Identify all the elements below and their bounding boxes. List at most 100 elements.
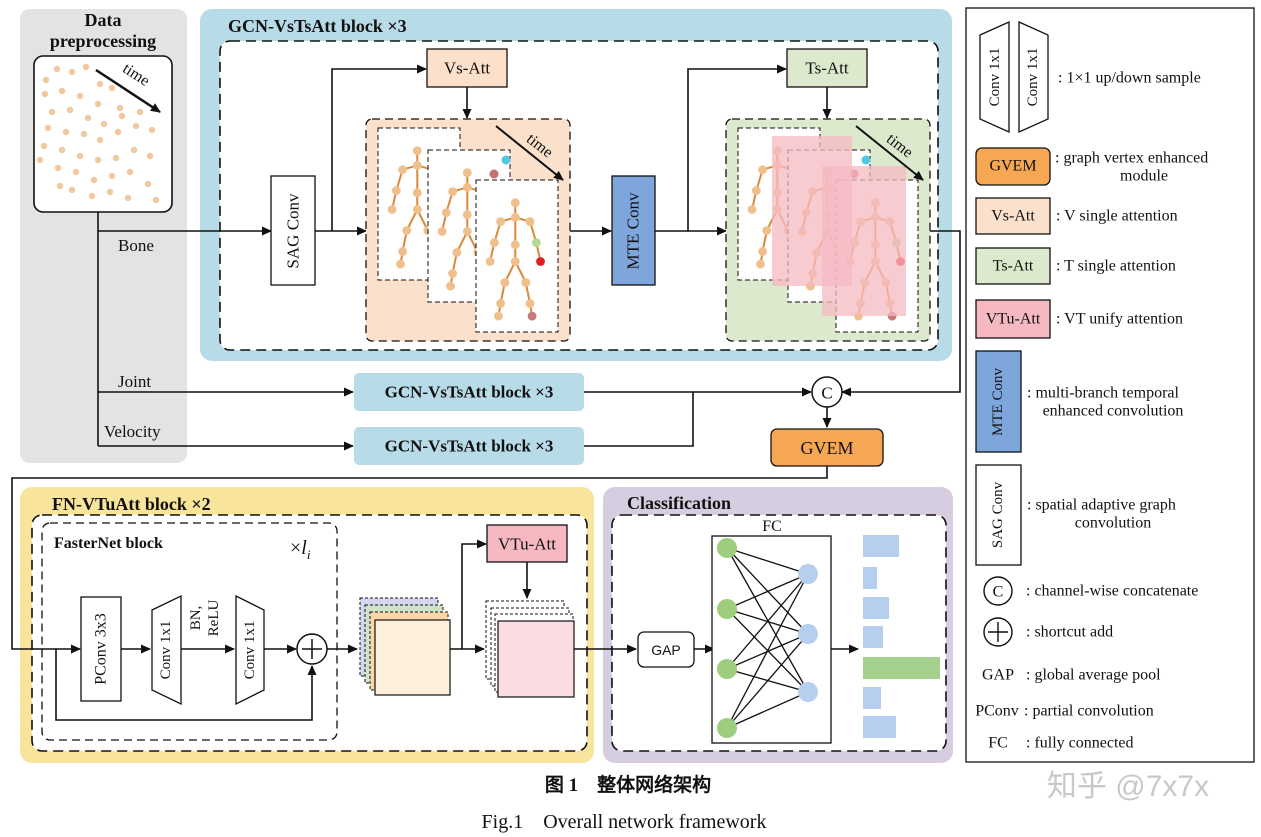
skeleton-joint xyxy=(437,227,447,236)
legend-ts-att-icon xyxy=(975,247,1051,285)
fc-network xyxy=(717,538,818,738)
cloud-dot xyxy=(72,168,80,176)
cloud-dot xyxy=(112,154,120,162)
velocity-gcn-block-label: GCN-VsTsAtt block ×3 xyxy=(385,437,554,456)
mte-conv-box xyxy=(611,175,656,286)
skeleton-joint xyxy=(446,281,455,291)
cloud-dot xyxy=(116,104,124,112)
skeleton-joint xyxy=(751,186,761,196)
skeleton-joint xyxy=(762,226,772,235)
legend-conv-up-label: Conv 1x1 xyxy=(987,48,1003,107)
cloud-dot xyxy=(90,176,98,184)
skeleton-joint xyxy=(500,278,510,287)
legend-vtu-att-label: VTu-Att xyxy=(986,311,1041,328)
legend-sag-desc-2: convolution xyxy=(1075,515,1151,532)
preprocessing-title-1: Data xyxy=(85,10,122,30)
legend-sag-icon xyxy=(975,464,1022,566)
cloud-dot xyxy=(132,122,140,130)
fasternet-label: FasterNet block xyxy=(54,535,163,552)
ts-att-box xyxy=(786,48,868,88)
score-bar xyxy=(863,716,896,738)
velocity-output-line xyxy=(584,392,694,447)
sag-to-vsatt-line xyxy=(331,64,427,231)
fc-output-node xyxy=(798,682,818,702)
legend-concat-symbol: C xyxy=(993,584,1004,601)
caption-cn: 图 1 整体网络架构 xyxy=(545,773,711,796)
fc-connection xyxy=(726,691,809,729)
cloud-dot xyxy=(80,130,88,138)
sag-conv-label: SAG Conv xyxy=(284,193,303,269)
gvem-to-fn-line xyxy=(11,466,828,654)
joint-gcn-block-label: GCN-VsTsAtt block ×3 xyxy=(385,383,554,402)
cloud-dot xyxy=(44,124,52,132)
cloud-dot xyxy=(136,108,144,116)
cloud-dot xyxy=(54,164,62,172)
mte-conv-label: MTE Conv xyxy=(624,192,643,269)
ts-att-label: Ts-Att xyxy=(805,59,848,78)
legend-vtu-att-desc: : VT unify attention xyxy=(1056,311,1183,328)
skeleton-joint xyxy=(412,160,422,170)
vs-time-arrow xyxy=(495,125,564,181)
cloud-dot xyxy=(114,128,122,136)
gcn-block-title: GCN-VsTsAtt block ×3 xyxy=(228,16,407,36)
watermark: 知乎 @7x7x xyxy=(1047,770,1209,803)
legend-gvem-desc-2: module xyxy=(1120,168,1168,185)
legend-vtu-att-icon xyxy=(975,299,1051,339)
vs-att-label: Vs-Att xyxy=(444,59,491,78)
fn-block-title: FN-VTuAtt block ×2 xyxy=(52,494,211,514)
skeleton-joint xyxy=(441,208,451,218)
legend-pconv-desc: : partial convolution xyxy=(1024,703,1154,720)
fc-connection xyxy=(726,547,809,693)
skeleton-joint xyxy=(536,257,545,266)
skeleton-joint xyxy=(510,257,520,266)
class-scores xyxy=(863,535,940,738)
cloud-dot xyxy=(36,156,44,164)
cloud-dot xyxy=(56,182,64,190)
fc-input-node xyxy=(717,599,737,619)
preprocessing-title-2: preprocessing xyxy=(50,31,156,51)
cloud-dot xyxy=(124,194,132,202)
cloud-dot xyxy=(88,192,96,200)
cloud-dot xyxy=(82,63,90,71)
conv-up-label: Conv 1x1 xyxy=(158,621,174,680)
feature-stack-2 xyxy=(485,600,575,698)
skeleton-joint xyxy=(462,210,472,220)
cloud-dot xyxy=(68,68,76,76)
cloud-dot xyxy=(96,80,104,88)
legend-vs-att-icon xyxy=(975,197,1051,235)
cloud-dot xyxy=(152,196,160,204)
skeleton-joint xyxy=(412,188,422,198)
fc-input-node xyxy=(717,659,737,679)
legend-vs-att-desc: : V single attention xyxy=(1056,208,1178,225)
legend-fc-label: FC xyxy=(988,735,1008,752)
cloud-dot xyxy=(42,76,50,84)
legend-gvem-icon xyxy=(975,147,1051,186)
velocity-label: Velocity xyxy=(104,422,161,441)
sag-conv-box xyxy=(270,175,316,286)
cloud-dot xyxy=(100,120,108,128)
legend-add-icon xyxy=(983,617,1013,647)
legend-mte-icon xyxy=(975,350,1022,453)
cloud-dot xyxy=(84,114,92,122)
cloud-dot xyxy=(108,172,116,180)
legend-add-desc: : shortcut add xyxy=(1026,624,1113,641)
legend-gap-label: GAP xyxy=(982,667,1014,684)
cloud-dot xyxy=(94,156,102,164)
skeleton-joint xyxy=(756,259,765,269)
fc-connection xyxy=(726,573,809,670)
temporal-highlight xyxy=(822,166,906,316)
mte-to-tsatt-line xyxy=(687,64,787,231)
legend-sag-label: SAG Conv xyxy=(990,481,1006,548)
cloud-dot xyxy=(146,152,154,160)
fc-connection xyxy=(726,573,809,729)
bone-label: Bone xyxy=(118,236,154,255)
cloud-dot xyxy=(62,128,70,136)
time-arrow xyxy=(95,68,161,114)
skeleton-joint xyxy=(412,205,422,214)
cloud-dot xyxy=(66,106,74,114)
vs-skeleton-frames xyxy=(377,127,559,333)
skeleton-point-cloud xyxy=(33,55,173,213)
skeleton-joint xyxy=(510,240,520,250)
skeleton-joint xyxy=(758,165,768,175)
skeleton-joint xyxy=(448,269,458,278)
